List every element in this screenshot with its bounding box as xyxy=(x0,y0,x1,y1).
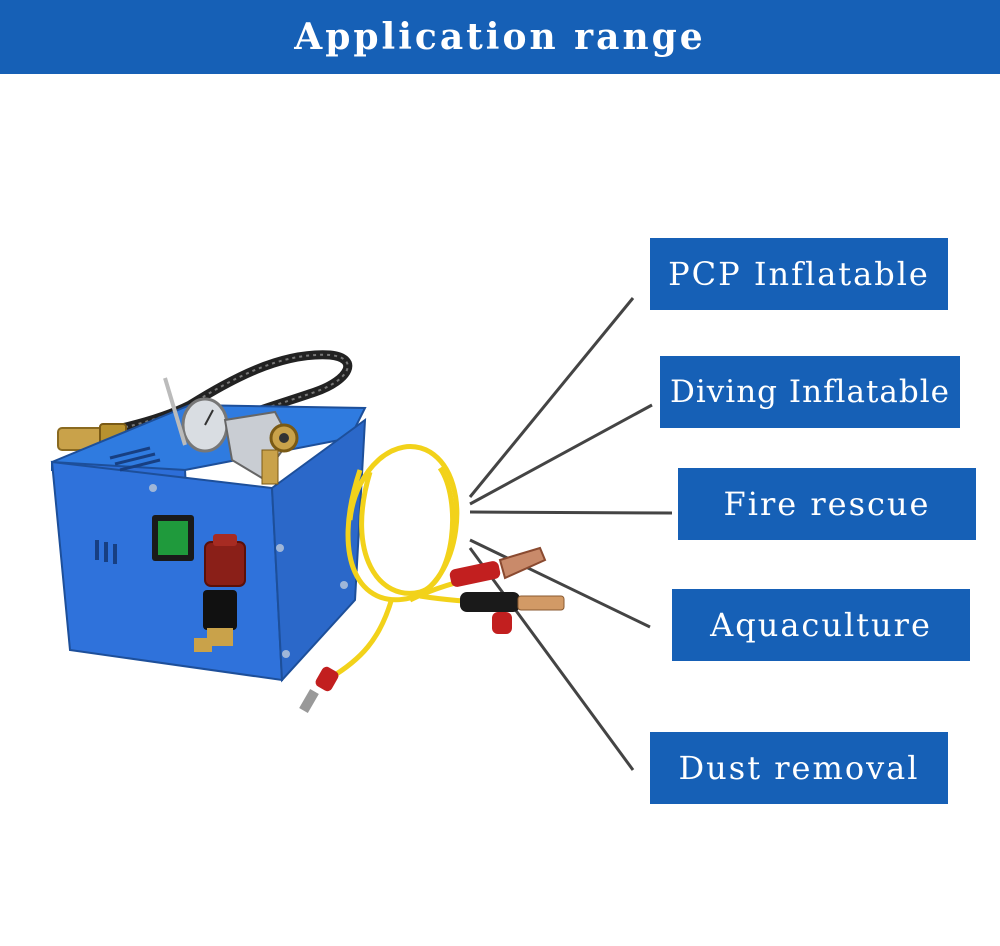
pointer-line-4 xyxy=(469,538,651,629)
application-label: Aquaculture xyxy=(710,606,932,644)
power-switch-icon xyxy=(152,515,194,561)
application-dust-removal: Dust removal xyxy=(650,732,948,804)
pointer-line-3 xyxy=(469,510,673,515)
pointer-line-2 xyxy=(469,403,653,506)
application-label: PCP Inflatable xyxy=(668,255,930,293)
application-diving-inflatable: Diving Inflatable xyxy=(660,356,960,428)
application-fire-rescue: Fire rescue xyxy=(678,468,976,540)
power-cable-icon xyxy=(328,444,501,681)
pointer-lines xyxy=(468,297,673,771)
application-label: Diving Inflatable xyxy=(670,374,950,410)
output-valve-icon xyxy=(194,590,237,652)
application-pcp-inflatable: PCP Inflatable xyxy=(650,238,948,310)
black-clamp-icon xyxy=(460,592,565,634)
header-banner: Application range xyxy=(0,0,1000,74)
red-valve-knob-icon xyxy=(204,534,246,587)
red-clamp-icon xyxy=(449,546,547,587)
application-aquaculture: Aquaculture xyxy=(672,589,970,661)
pressure-gauge-icon xyxy=(163,377,299,485)
application-label: Dust removal xyxy=(678,749,920,787)
application-label: Fire rescue xyxy=(723,485,931,523)
cable-terminal-icon xyxy=(299,666,339,714)
pointer-line-5 xyxy=(468,547,635,771)
pointer-line-1 xyxy=(468,297,635,498)
page-title: Application range xyxy=(294,16,706,58)
